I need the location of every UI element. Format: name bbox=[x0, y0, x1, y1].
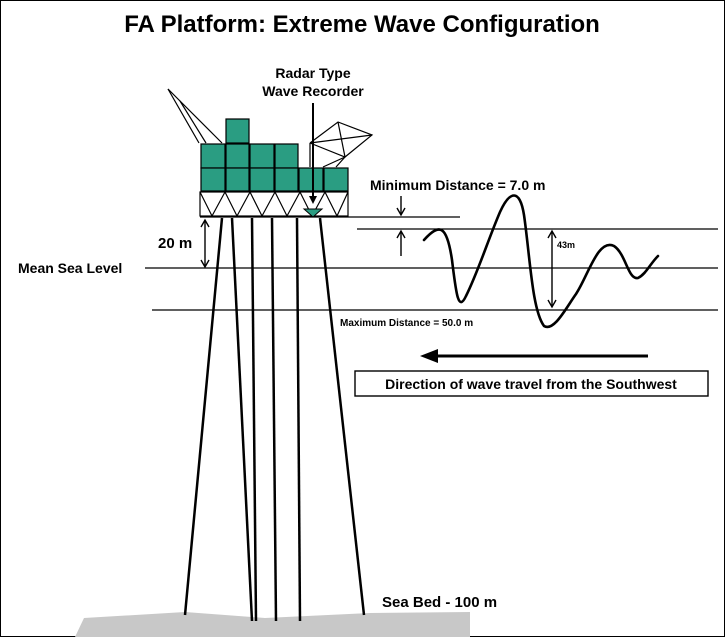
page-title: FA Platform: Extreme Wave Configuration bbox=[124, 11, 600, 38]
radar-label-line2: Wave Recorder bbox=[262, 83, 364, 99]
extreme-wave bbox=[422, 194, 660, 329]
direction-box bbox=[354, 370, 709, 397]
minimum-distance-label: Minimum Distance = 7.0 m bbox=[370, 177, 545, 193]
wave-height-arrow bbox=[547, 229, 557, 309]
radar-label-line1: Radar Type bbox=[275, 65, 350, 81]
crane-left bbox=[167, 88, 223, 144]
radar-pointer-arrowhead bbox=[309, 196, 317, 204]
platform-legs bbox=[183, 217, 366, 622]
sea-bed-label: Sea Bed - 100 m bbox=[382, 594, 497, 611]
deck-modules bbox=[200, 118, 349, 192]
direction-arrow bbox=[420, 349, 648, 363]
minimum-distance-arrows bbox=[396, 196, 406, 256]
height-20m-label: 20 m bbox=[158, 235, 192, 252]
maximum-distance-label: Maximum Distance = 50.0 m bbox=[340, 318, 473, 329]
radar-sensor bbox=[302, 208, 324, 218]
sea-bed bbox=[75, 612, 470, 637]
wave-height-label: 43m bbox=[557, 240, 575, 250]
crane-right bbox=[309, 121, 374, 168]
deck-truss bbox=[199, 190, 349, 218]
mean-sea-level-label: Mean Sea Level bbox=[18, 260, 122, 276]
height-20m-arrow bbox=[200, 218, 210, 269]
direction-label: Direction of wave travel from the Southw… bbox=[385, 376, 677, 392]
